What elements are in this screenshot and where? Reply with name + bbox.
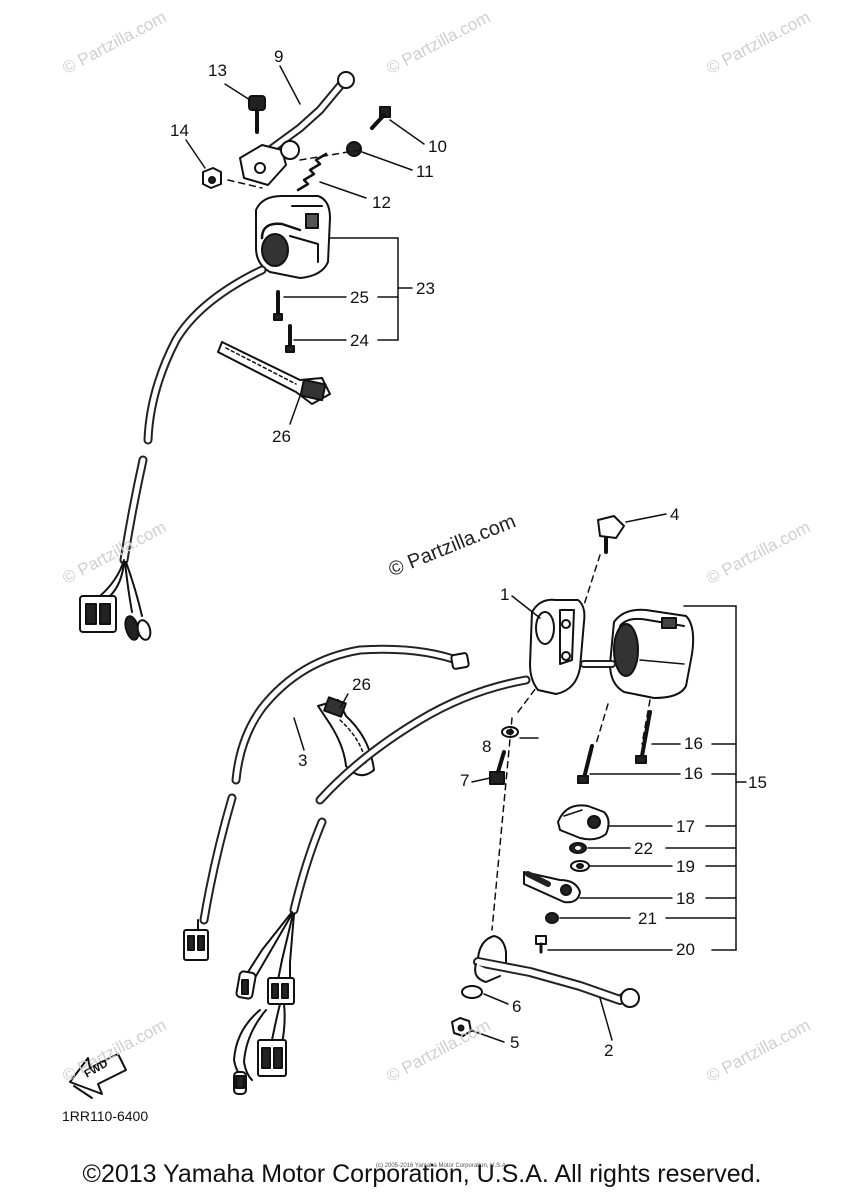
- part-label: 7: [460, 771, 470, 790]
- nut-11: [346, 141, 362, 157]
- upper-lever-9: [239, 71, 355, 186]
- part-label: 13: [208, 61, 227, 80]
- switch-housing-15: [609, 608, 695, 699]
- bolt-10: [370, 106, 391, 130]
- part-label: 23: [416, 279, 435, 298]
- adjuster-18: [523, 871, 581, 904]
- part-label: 19: [676, 857, 695, 876]
- spring-12: [296, 152, 328, 192]
- diagram-code: 1RR110-6400: [62, 1108, 149, 1124]
- bolt-20: [535, 935, 547, 954]
- brake-switch-cable-3: [183, 644, 470, 961]
- cable-tie-26-lower: [317, 696, 375, 777]
- copyright-line: ©2013 Yamaha Motor Corporation, U.S.A. A…: [82, 1160, 762, 1188]
- part-label: 9: [274, 47, 284, 66]
- washer-22: [569, 842, 587, 854]
- part-label: 14: [170, 121, 189, 140]
- bolt-7: [489, 750, 506, 785]
- lower-harness-cable: [233, 675, 531, 1095]
- part-label: 26: [272, 427, 291, 446]
- part-label: 24: [350, 331, 369, 350]
- leader-lines: [185, 65, 747, 1043]
- part-label: 8: [482, 737, 492, 756]
- part-label: 2: [604, 1041, 614, 1060]
- switch-housing-23: [255, 195, 331, 279]
- part-label: 26: [352, 675, 371, 694]
- screw-16b: [577, 703, 609, 784]
- cable-tie-26-upper: [217, 341, 331, 405]
- washer-19: [570, 860, 590, 872]
- brake-lever-2: [473, 935, 640, 1008]
- part-label: 21: [638, 909, 657, 928]
- part-label: 15: [748, 773, 767, 792]
- part-label: 3: [298, 751, 308, 770]
- part-label: 22: [634, 839, 653, 858]
- collar-21: [545, 912, 559, 924]
- pad-6: [461, 985, 483, 999]
- part-label: 16: [684, 734, 703, 753]
- part-label: 18: [676, 889, 695, 908]
- part-label: 6: [512, 997, 522, 1016]
- part-label: 5: [510, 1033, 520, 1052]
- part-label: 12: [372, 193, 391, 212]
- screw-16a: [635, 699, 652, 764]
- tiny-notice: (c) 2005-2016 Yamaha Motor Corporation, …: [376, 1163, 508, 1169]
- lever-bracket-1: [529, 598, 586, 695]
- fwd-arrow-icon: [69, 1053, 127, 1099]
- part-label: 16: [684, 764, 703, 783]
- screw-25: [273, 290, 283, 321]
- screw-24: [285, 324, 295, 353]
- part-label: 20: [676, 940, 695, 959]
- part-label: 1: [500, 585, 510, 604]
- switch-knob-17: [557, 804, 610, 841]
- part-label: 25: [350, 288, 369, 307]
- part-label: 4: [670, 505, 680, 524]
- bolt-13: [248, 95, 266, 134]
- part-label: 10: [428, 137, 447, 156]
- upper-harness-cable: [79, 265, 267, 641]
- part-label: 11: [416, 162, 434, 181]
- bolt-4: [597, 515, 625, 554]
- part-label: 17: [676, 817, 695, 836]
- nut-14: [202, 167, 222, 189]
